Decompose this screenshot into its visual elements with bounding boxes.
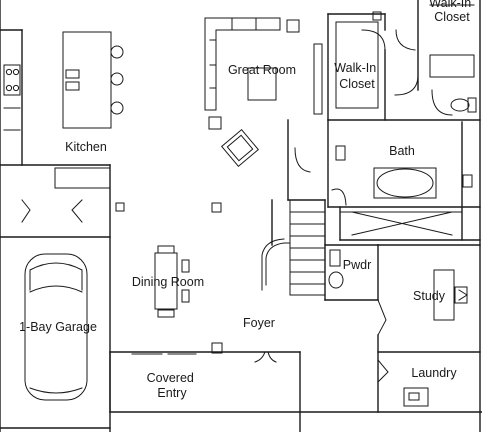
study-label: Study bbox=[413, 289, 446, 303]
dining-room-label: Dining Room bbox=[132, 275, 204, 289]
garage-label: 1-Bay Garage bbox=[19, 320, 97, 334]
walk-in-closet-top-label: Walk-In Closet bbox=[429, 0, 474, 24]
great-room-label: Great Room bbox=[228, 63, 296, 77]
bath-label: Bath bbox=[389, 144, 415, 158]
laundry-label: Laundry bbox=[411, 366, 457, 380]
foyer-label: Foyer bbox=[243, 316, 275, 330]
bath-fixtures bbox=[335, 4, 477, 236]
doors bbox=[131, 29, 453, 383]
misc-fixtures bbox=[328, 11, 468, 407]
kitchen-label: Kitchen bbox=[65, 140, 107, 154]
great-room-furniture bbox=[204, 17, 323, 168]
dining-fixtures bbox=[115, 202, 223, 354]
walk-in-closet-label: Walk-In Closet bbox=[334, 61, 379, 91]
covered-entry-label: Covered Entry bbox=[147, 371, 198, 400]
garage-car bbox=[24, 253, 88, 401]
pwdr-label: Pwdr bbox=[343, 258, 371, 272]
stairs bbox=[261, 199, 326, 296]
kitchen-fixtures bbox=[3, 31, 124, 223]
room-labels: Walk-In Closet Great Room Walk-In Closet… bbox=[19, 0, 474, 400]
